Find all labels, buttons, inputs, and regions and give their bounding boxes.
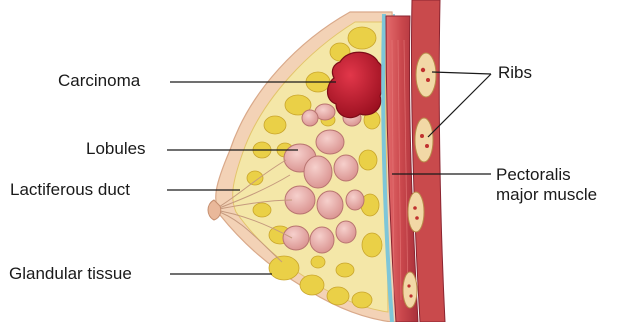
label-carcinoma: Carcinoma: [58, 71, 140, 91]
label-ribs: Ribs: [498, 63, 532, 83]
label-glandular-tissue: Glandular tissue: [9, 264, 132, 284]
label-lactiferous-duct: Lactiferous duct: [10, 180, 130, 200]
label-pectoralis-line1: Pectoralis: [496, 165, 571, 185]
label-pectoralis-line2: major muscle: [496, 185, 597, 205]
leader-ribs-1: [432, 72, 491, 74]
label-lobules: Lobules: [86, 139, 146, 159]
chest-wall: [411, 0, 445, 322]
